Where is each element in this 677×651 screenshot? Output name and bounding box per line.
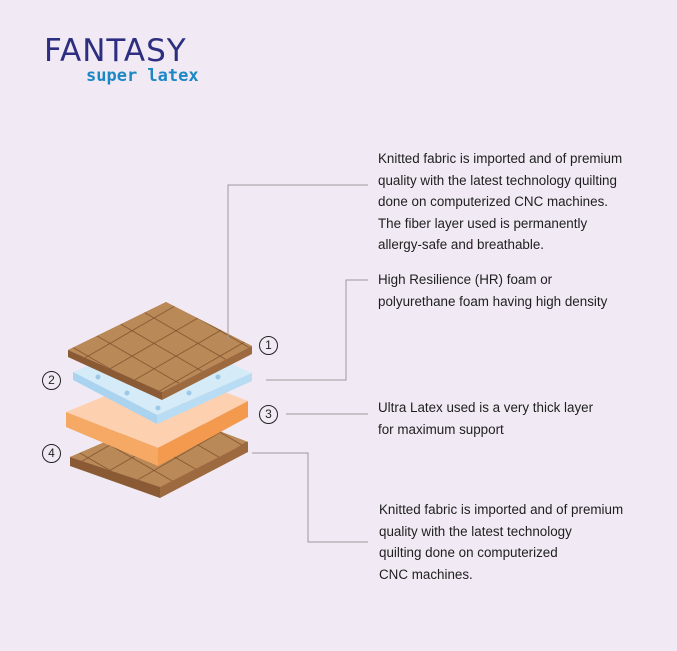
leader-line-4 [252,452,368,543]
description-line: Knitted fabric is imported and of premiu… [379,502,624,517]
description-line: Ultra Latex used is a very thick layer [378,400,594,415]
brand-logo: FANTASY [44,33,187,69]
brand-tagline: super latex [86,66,199,86]
description-line: quilting done on computerized [379,545,558,560]
layer-3-description: Ultra Latex used is a very thick layer f… [378,397,593,440]
leader-line-2 [266,279,368,381]
description-line: Knitted fabric is imported and of premiu… [378,151,623,166]
description-line: CNC machines. [379,566,473,582]
layer-4-number: 4 [42,444,61,463]
description-line: for maximum support [378,421,504,437]
description-line: polyurethane foam having high density [378,293,608,309]
description-line: High Resilience (HR) foam or [378,272,553,287]
layer-3-number: 3 [259,405,278,424]
layer-2-number: 2 [42,371,61,390]
description-line: done on computerized CNC machines. [378,194,608,209]
description-line: quality with the latest technology quilt… [378,172,617,188]
layer-2-description: High Resilience (HR) foam or polyurethan… [378,269,607,312]
description-line: The fiber layer used is permanently [378,215,588,231]
layer-4-description: Knitted fabric is imported and of premiu… [379,499,623,585]
layer-1-description: Knitted fabric is imported and of premiu… [378,148,622,256]
description-line: allergy-safe and breathable. [378,237,545,252]
layer-1-number: 1 [259,336,278,355]
layer-1-top-fabric [68,302,252,400]
leader-line-1 [227,184,368,340]
description-line: quality with the latest technology [379,523,572,539]
